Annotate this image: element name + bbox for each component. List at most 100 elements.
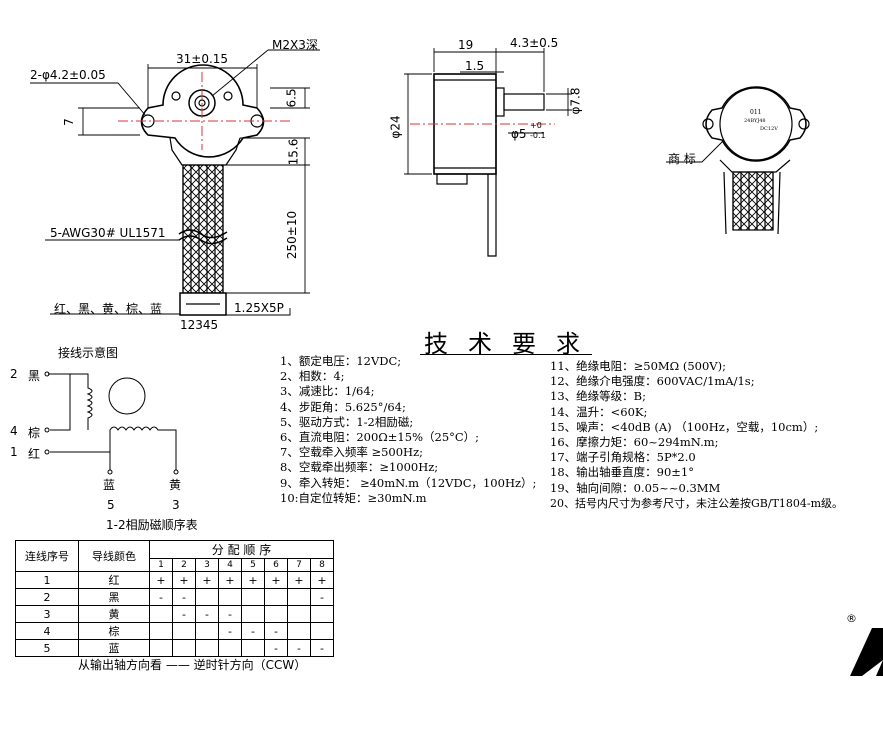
cell: + xyxy=(218,571,242,589)
wire-4-num: 4 xyxy=(10,424,18,438)
spec-item: 13、绝缘等级：B; xyxy=(550,389,646,404)
dim-7-8: φ7.8 xyxy=(568,87,583,115)
cell xyxy=(264,588,288,606)
dim-holes: 2-φ4.2±0.05 xyxy=(30,68,106,82)
cell: + xyxy=(310,571,334,589)
cell: + xyxy=(195,571,219,589)
spec-item: 6、直流电阻：200Ω±15%（25°C）; xyxy=(280,429,480,444)
spec-item: 15、噪声：<40dB (A) （100Hz，空载，10cm）; xyxy=(550,419,819,434)
tol-minus: -0.1 xyxy=(530,131,546,140)
trademark-label: 商 标 xyxy=(668,152,696,166)
spec-item: 19、轴向间隙：0.05~~0.3MM xyxy=(550,480,721,495)
cell xyxy=(287,588,311,606)
cell xyxy=(218,588,242,606)
cell: - xyxy=(172,605,196,623)
dim-screw: M2X3深 xyxy=(272,38,318,52)
cell xyxy=(264,605,288,623)
step-header: 5 xyxy=(241,558,265,572)
cell xyxy=(218,639,242,657)
dim-250: 250±10 xyxy=(285,210,300,260)
spec-item: 8、空载牵出频率：≥1000Hz; xyxy=(280,460,439,475)
cell xyxy=(241,639,265,657)
wire-3-num: 3 xyxy=(172,498,180,512)
dim-31: 31±0.15 xyxy=(176,52,229,66)
cell xyxy=(149,622,173,640)
spec-item: 4、步距角：5.625°/64; xyxy=(280,399,406,414)
row-no: 3 xyxy=(15,605,79,623)
dim-24: φ24 xyxy=(388,115,403,139)
cell: + xyxy=(241,571,265,589)
spec-title: 技术要求 xyxy=(424,330,600,358)
wire-spec: 5-AWG30# UL1571 xyxy=(50,226,166,240)
row-color: 红 xyxy=(78,571,150,589)
spec-item: 7、空载牵入频率 ≥500Hz; xyxy=(280,445,424,460)
dim-5: φ5 xyxy=(511,127,527,141)
col-header-sequence: 分 配 顺 序 xyxy=(149,540,334,559)
row-color: 蓝 xyxy=(78,639,150,657)
registered-mark: ® xyxy=(846,612,857,625)
cell: - xyxy=(218,622,242,640)
label-view xyxy=(702,86,810,235)
step-header: 3 xyxy=(195,558,219,572)
cell: - xyxy=(149,588,173,606)
cell: - xyxy=(241,622,265,640)
wire-2-num: 2 xyxy=(10,367,18,381)
spec-item: 5、驱动方式：1-2相励磁; xyxy=(280,414,414,429)
cell xyxy=(195,622,219,640)
table-row: 5 蓝 - - - xyxy=(15,639,334,657)
table-row: 2 黑 - - - xyxy=(15,588,334,606)
cell: - xyxy=(195,605,219,623)
cell: + xyxy=(287,571,311,589)
wire-4-color: 棕 xyxy=(28,426,41,440)
row-no: 1 xyxy=(15,571,79,589)
cell xyxy=(149,639,173,657)
spec-title-underline xyxy=(420,354,592,355)
table-row: 4 棕 - - - xyxy=(15,622,334,640)
cell xyxy=(195,588,219,606)
wire-1-num: 1 xyxy=(10,445,18,459)
spec-item: 20、括号内尺寸为参考尺寸，未注公差按GB/T1804-m级。 xyxy=(550,496,844,510)
step-header: 4 xyxy=(218,558,242,572)
step-header: 8 xyxy=(310,558,334,572)
wire-1-color: 红 xyxy=(28,447,41,461)
spec-item: 18、输出轴垂直度：90±1° xyxy=(550,465,694,480)
wire-3-color: 黄 xyxy=(169,478,182,492)
dim-7: 7 xyxy=(61,118,76,126)
connector-spec: 1.25X5P xyxy=(234,301,284,315)
cell xyxy=(310,605,334,623)
cell: - xyxy=(264,622,288,640)
front-view xyxy=(140,64,265,316)
cell xyxy=(172,622,196,640)
col-header-color: 导线颜色 xyxy=(78,540,150,572)
spec-item: 12、绝缘介电强度：600VAC/1mA/1s; xyxy=(550,374,755,389)
rotation-footnote: 从输出轴方向看 —— 逆时针方向（CCW） xyxy=(78,658,307,672)
table-row: 3 黄 - - - xyxy=(15,605,334,623)
table-row: 1 红 + + + + + + + + xyxy=(15,571,334,589)
cell: - xyxy=(264,639,288,657)
cell xyxy=(287,622,311,640)
dim-15-6: 15.6 xyxy=(286,138,301,166)
sequence-caption: 1-2相励磁顺序表 xyxy=(106,518,198,532)
spec-item: 10:自定位转矩：≥30mN.m xyxy=(280,490,427,505)
row-color: 黄 xyxy=(78,605,150,623)
spec-item: 14、温升：<60K; xyxy=(550,404,648,419)
spec-item: 11、绝缘电阻：≥50MΩ (500V); xyxy=(550,359,726,373)
tol-plus: +0 xyxy=(530,121,542,130)
specs-right: 11、绝缘电阻：≥50MΩ (500V); 12、绝缘介电强度：600VAC/1… xyxy=(550,359,843,511)
svg-text:24BYJ48: 24BYJ48 xyxy=(744,118,766,124)
cell: + xyxy=(172,571,196,589)
cell xyxy=(241,588,265,606)
spec-item: 2、相数：4; xyxy=(280,369,345,384)
cell xyxy=(287,605,311,623)
row-no: 4 xyxy=(15,622,79,640)
svg-text:DC12V: DC12V xyxy=(760,126,778,132)
dim-1-5: 1.5 xyxy=(465,59,485,73)
spec-item: 3、减速比：1/64; xyxy=(280,384,375,399)
wire-5-num: 5 xyxy=(107,498,115,512)
excitation-sequence-table: 连线序号 导线颜色 分 配 顺 序 1 2 3 4 5 6 7 8 1 红 + … xyxy=(15,540,334,657)
spec-item: 9、牵入转矩： ≥40mN.m（12VDC，100Hz）; xyxy=(280,475,537,490)
wire-5-color: 蓝 xyxy=(103,478,116,492)
specs-left: 1、额定电压：12VDC; 2、相数：4; 3、减速比：1/64; 4、步距角：… xyxy=(280,354,536,506)
step-header: 2 xyxy=(172,558,196,572)
cell xyxy=(241,605,265,623)
